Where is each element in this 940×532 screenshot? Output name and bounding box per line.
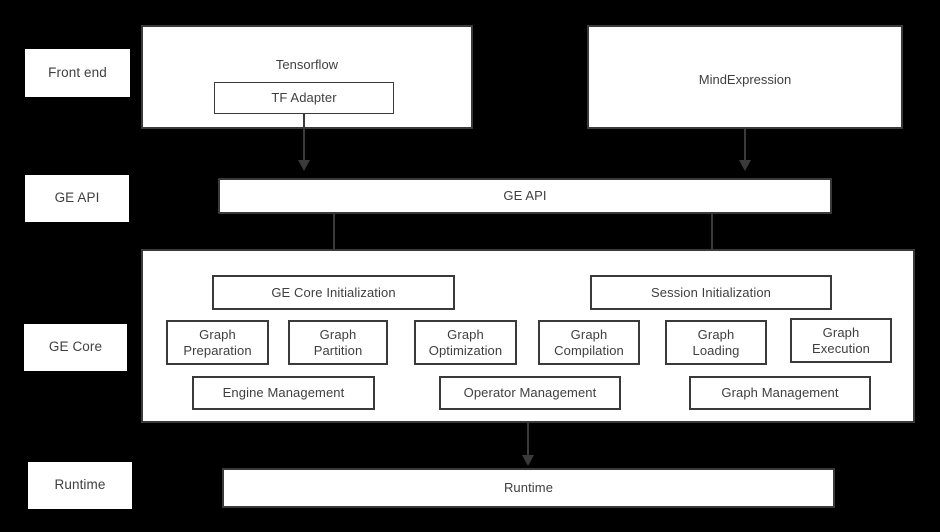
ge-core-initialization-label: GE Core Initialization xyxy=(271,284,396,300)
layer-label-runtime-text: Runtime xyxy=(54,477,106,493)
graph-preparation-box[interactable]: Graph Preparation xyxy=(166,320,269,365)
tf-adapter-label: TF Adapter xyxy=(271,90,337,106)
connector-ge-core-to-runtime-arrowhead xyxy=(522,455,534,466)
connector-mindexpression-to-ge-api-line xyxy=(744,129,746,163)
graph-compilation-box[interactable]: Graph Compilation xyxy=(538,320,640,365)
session-initialization-label: Session Initialization xyxy=(651,284,771,300)
connector-ge-core-to-runtime-line xyxy=(527,423,529,457)
tensorflow-title: Tensorflow xyxy=(275,57,339,72)
connector-ge-api-to-session-init-line xyxy=(711,214,713,260)
graph-optimization-box[interactable]: Graph Optimization xyxy=(414,320,517,365)
mindexpression-container: MindExpression xyxy=(587,25,903,129)
layer-label-front-end: Front end xyxy=(25,49,130,97)
graph-execution-label: Graph Execution xyxy=(812,324,870,356)
graph-optimization-label: Graph Optimization xyxy=(428,326,503,358)
connector-ge-api-to-ge-core-init-line xyxy=(333,214,335,260)
runtime-bar[interactable]: Runtime xyxy=(222,468,835,508)
layer-label-front-end-text: Front end xyxy=(48,64,107,80)
graph-management-box[interactable]: Graph Management xyxy=(689,376,871,410)
tf-adapter-box[interactable]: TF Adapter xyxy=(214,82,394,114)
layer-label-runtime: Runtime xyxy=(28,462,132,509)
layer-label-ge-core: GE Core xyxy=(24,324,127,371)
connector-tf-adapter-to-ge-api-arrowhead xyxy=(298,160,310,171)
graph-partition-label: Graph Partition xyxy=(313,326,363,358)
graph-partition-box[interactable]: Graph Partition xyxy=(288,320,388,365)
graph-management-label: Graph Management xyxy=(721,385,839,401)
graph-loading-box[interactable]: Graph Loading xyxy=(665,320,767,365)
operator-management-box[interactable]: Operator Management xyxy=(439,376,621,410)
layer-label-ge-api: GE API xyxy=(25,175,129,222)
runtime-bar-label: Runtime xyxy=(503,480,554,496)
engine-management-box[interactable]: Engine Management xyxy=(192,376,375,410)
mindexpression-title: MindExpression xyxy=(698,72,792,87)
engine-management-label: Engine Management xyxy=(222,385,345,401)
graph-execution-box[interactable]: Graph Execution xyxy=(790,318,892,363)
connector-mindexpression-to-ge-api-arrowhead xyxy=(739,160,751,171)
operator-management-label: Operator Management xyxy=(463,385,597,401)
ge-api-bar-label: GE API xyxy=(503,188,547,204)
graph-loading-label: Graph Loading xyxy=(692,326,740,358)
layer-label-ge-core-text: GE Core xyxy=(48,339,103,355)
connector-tf-adapter-to-ge-api-line xyxy=(303,113,305,163)
ge-api-bar[interactable]: GE API xyxy=(218,178,832,214)
layer-label-ge-api-text: GE API xyxy=(54,190,100,206)
graph-preparation-label: Graph Preparation xyxy=(183,326,252,358)
ge-core-initialization-box[interactable]: GE Core Initialization xyxy=(212,275,455,310)
session-initialization-box[interactable]: Session Initialization xyxy=(590,275,832,310)
graph-compilation-label: Graph Compilation xyxy=(554,326,624,358)
